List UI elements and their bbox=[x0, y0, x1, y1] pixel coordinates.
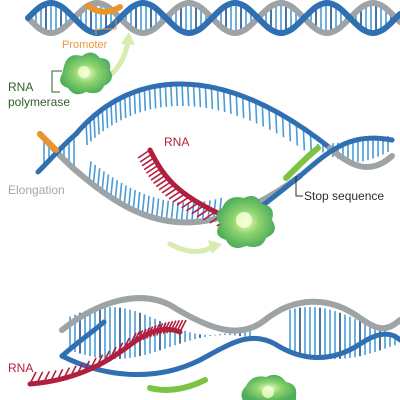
bubble-upper-rung bbox=[302, 128, 306, 151]
rna-polymerase-blob bbox=[60, 52, 112, 95]
bubble-upper-rung bbox=[210, 87, 214, 110]
bubble-upper-rung bbox=[114, 100, 118, 123]
promoter-leader-line bbox=[95, 20, 117, 35]
bubble-upper-rung bbox=[222, 89, 226, 113]
rna-base bbox=[143, 160, 157, 171]
polymerase-leader-line bbox=[51, 70, 62, 93]
bottom-strand-b bbox=[59, 331, 400, 378]
bubble-upper-rung bbox=[89, 119, 92, 142]
bubble-upper-rung bbox=[281, 115, 285, 138]
bubble-lower-rung bbox=[136, 192, 141, 213]
bubble-upper-rung bbox=[128, 93, 132, 116]
bubble-upper-rung bbox=[123, 95, 127, 119]
bubble-upper-rung bbox=[148, 87, 152, 110]
bubble-lower-rung bbox=[175, 201, 180, 223]
rna-label-bottom: RNA bbox=[8, 361, 33, 375]
elongation-label: Elongation bbox=[8, 183, 65, 197]
rna-base bbox=[148, 167, 162, 178]
bubble-lower-rung bbox=[132, 189, 136, 211]
bubble-lower-rung bbox=[180, 202, 185, 223]
direction-arrow-middle bbox=[167, 241, 217, 254]
bubble-upper-rung bbox=[248, 98, 251, 121]
promoter-segment bbox=[85, 3, 123, 15]
bubble-upper-rung bbox=[170, 84, 173, 107]
rna-polymerase-blob-middle bbox=[216, 196, 275, 248]
middle-right-strand-b bbox=[297, 135, 395, 179]
bubble-upper-rung bbox=[198, 85, 202, 108]
bottom-stop-sequence-segment bbox=[147, 377, 208, 393]
bubble-lower-rung bbox=[160, 199, 165, 220]
bubble-upper-rung bbox=[274, 111, 278, 134]
bubble-upper-rung bbox=[192, 84, 196, 107]
bubble-upper-rung bbox=[119, 98, 122, 121]
stop-sequence-segment bbox=[283, 145, 321, 181]
bubble-lower-rung bbox=[146, 195, 150, 216]
bubble-upper-rung bbox=[133, 91, 137, 115]
bubble-upper-rung bbox=[175, 84, 179, 107]
bottom-left-twist bbox=[59, 319, 107, 359]
stop-sequence-label: Stop sequence bbox=[304, 189, 384, 203]
bubble-upper-rung bbox=[288, 119, 292, 142]
bubble-lower-rung bbox=[155, 198, 160, 219]
bubble-upper-rung bbox=[143, 88, 147, 111]
promoter-segment-middle bbox=[37, 131, 59, 153]
stop-sequence-leader-line bbox=[295, 176, 303, 197]
bubble-lower-rung bbox=[123, 185, 127, 206]
bubble-upper-strand bbox=[73, 81, 333, 151]
bubble-upper-rung bbox=[159, 85, 162, 108]
bubble-upper-rung bbox=[241, 96, 245, 119]
bubble-upper-rung bbox=[229, 91, 232, 114]
rna-base bbox=[155, 177, 169, 188]
bubble-lower-rung bbox=[150, 197, 155, 218]
bubble-lower-rung bbox=[141, 193, 146, 215]
bubble-upper-rung bbox=[204, 86, 208, 109]
bottom-rna-strand bbox=[27, 319, 187, 387]
rna-label-middle: RNA bbox=[164, 135, 189, 149]
bubble-upper-rung bbox=[101, 109, 105, 132]
rna-base bbox=[153, 174, 166, 185]
bubble-lower-rung bbox=[118, 182, 123, 203]
bubble-upper-rung bbox=[153, 86, 157, 109]
bottom-strand-a bbox=[59, 295, 400, 334]
bubble-upper-rung bbox=[97, 112, 100, 135]
middle-right-strand-a bbox=[327, 145, 395, 170]
bubble-upper-rung bbox=[216, 88, 220, 111]
bubble-lower-rung bbox=[127, 187, 132, 208]
bubble-upper-rung bbox=[261, 104, 265, 127]
top-dna-helix bbox=[25, 0, 400, 36]
bubble-upper-rung bbox=[93, 115, 96, 138]
top-helix-strand-b bbox=[25, 0, 400, 36]
bubble-upper-rung bbox=[295, 123, 299, 146]
direction-arrow-head bbox=[121, 32, 135, 45]
rna-polymerase-blob-bottom bbox=[241, 374, 297, 400]
rna-polymerase-label-line1: RNA bbox=[8, 80, 33, 94]
bubble-upper-rung bbox=[110, 103, 113, 126]
bubble-lower-rung bbox=[165, 200, 170, 221]
direction-arrow bbox=[107, 37, 131, 79]
promoter-label: Promoter bbox=[62, 39, 108, 51]
bubble-upper-rung bbox=[254, 101, 258, 124]
rna-polymerase-label-line2: polymerase bbox=[8, 95, 70, 109]
rna-base bbox=[145, 164, 159, 174]
bubble-upper-rung bbox=[85, 123, 88, 146]
rna-base bbox=[150, 171, 164, 181]
bubble-upper-rung bbox=[105, 106, 109, 129]
bubble-upper-rung bbox=[181, 83, 184, 107]
bottom-rna-backbone bbox=[27, 326, 183, 387]
bubble-lower-rung bbox=[185, 202, 190, 223]
bubble-upper-rung bbox=[235, 93, 239, 116]
direction-arrow-middle-head bbox=[208, 240, 222, 254]
bubble-lower-rung bbox=[170, 201, 175, 222]
bubble-upper-rung bbox=[138, 90, 142, 113]
bubble-upper-rung bbox=[268, 107, 271, 130]
bubble-lower-strand bbox=[77, 171, 303, 226]
bubble-upper-rung bbox=[186, 84, 190, 107]
bottom-dna-helix bbox=[59, 295, 400, 393]
bubble-upper-rung bbox=[164, 84, 168, 107]
